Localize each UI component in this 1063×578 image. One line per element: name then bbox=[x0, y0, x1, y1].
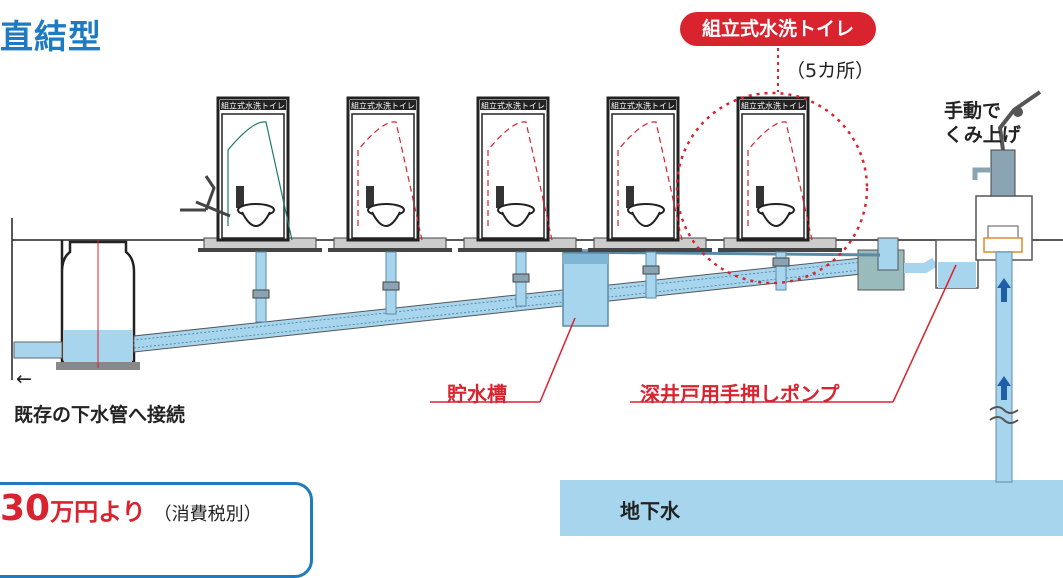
groundwater-label: 地下水 bbox=[620, 499, 680, 523]
toilet-sign: 組立式水洗トイレ bbox=[351, 101, 415, 111]
page-title: 直結型 bbox=[0, 17, 102, 56]
well-pipe bbox=[989, 251, 1019, 483]
pump-leader bbox=[892, 264, 957, 403]
toilet-units: 組立式水洗トイレ 組立式水洗トイレ 組立式水洗トイレ 組立式水洗トイレ 組立式水洗トイレ bbox=[180, 96, 842, 323]
storage-tank bbox=[562, 249, 881, 327]
tank-label: 貯水槽 bbox=[447, 382, 507, 406]
left-arrow-icon: ← bbox=[16, 368, 32, 390]
toilet-unit: 組立式水洗トイレ bbox=[718, 96, 842, 291]
count-note: （5カ所） bbox=[786, 60, 875, 82]
toilet-sign: 組立式水洗トイレ bbox=[741, 101, 805, 111]
tank-leader bbox=[539, 317, 576, 403]
sewer-pipe bbox=[13, 341, 63, 359]
groundwater-area bbox=[560, 480, 1063, 536]
highlight-circle bbox=[675, 91, 869, 285]
pump-note-1: 手動で bbox=[944, 100, 1002, 122]
toilet-sign: 組立式水洗トイレ bbox=[611, 101, 675, 111]
toilet-unit: 組立式水洗トイレ bbox=[328, 96, 452, 315]
sewer-label: 既存の下水管へ接続 bbox=[14, 404, 186, 426]
system-diagram: 組立式水洗トイレ 組立式水洗トイレ 組立式水洗トイレ 組立式水洗トイレ 組立式水洗トイレ bbox=[11, 48, 1063, 483]
up-arrow-icon bbox=[997, 278, 1011, 302]
price-tax: （消費税別） bbox=[153, 504, 262, 525]
price: 30万円より （消費税別） bbox=[0, 488, 262, 529]
pump-label: 深井戸用手押しポンプ bbox=[640, 382, 840, 406]
toilet-sign: 組立式水洗トイレ bbox=[481, 101, 545, 111]
pump-note-2: くみ上げ bbox=[944, 124, 1021, 146]
drain-pipe bbox=[133, 237, 938, 353]
manhole bbox=[56, 240, 140, 370]
price-unit: 万円より bbox=[50, 498, 146, 526]
toilet-sign: 組立式水洗トイレ bbox=[221, 101, 285, 111]
toilet-unit: 組立式水洗トイレ bbox=[458, 96, 582, 307]
toilet-unit: 組立式水洗トイレ bbox=[588, 96, 712, 299]
toilet-unit: 組立式水洗トイレ bbox=[198, 96, 322, 323]
up-arrow-icon bbox=[997, 376, 1011, 400]
product-pill: 組立式水洗トイレ bbox=[680, 12, 876, 46]
hand-pump-icon bbox=[180, 175, 231, 218]
price-number: 30 bbox=[0, 488, 51, 529]
